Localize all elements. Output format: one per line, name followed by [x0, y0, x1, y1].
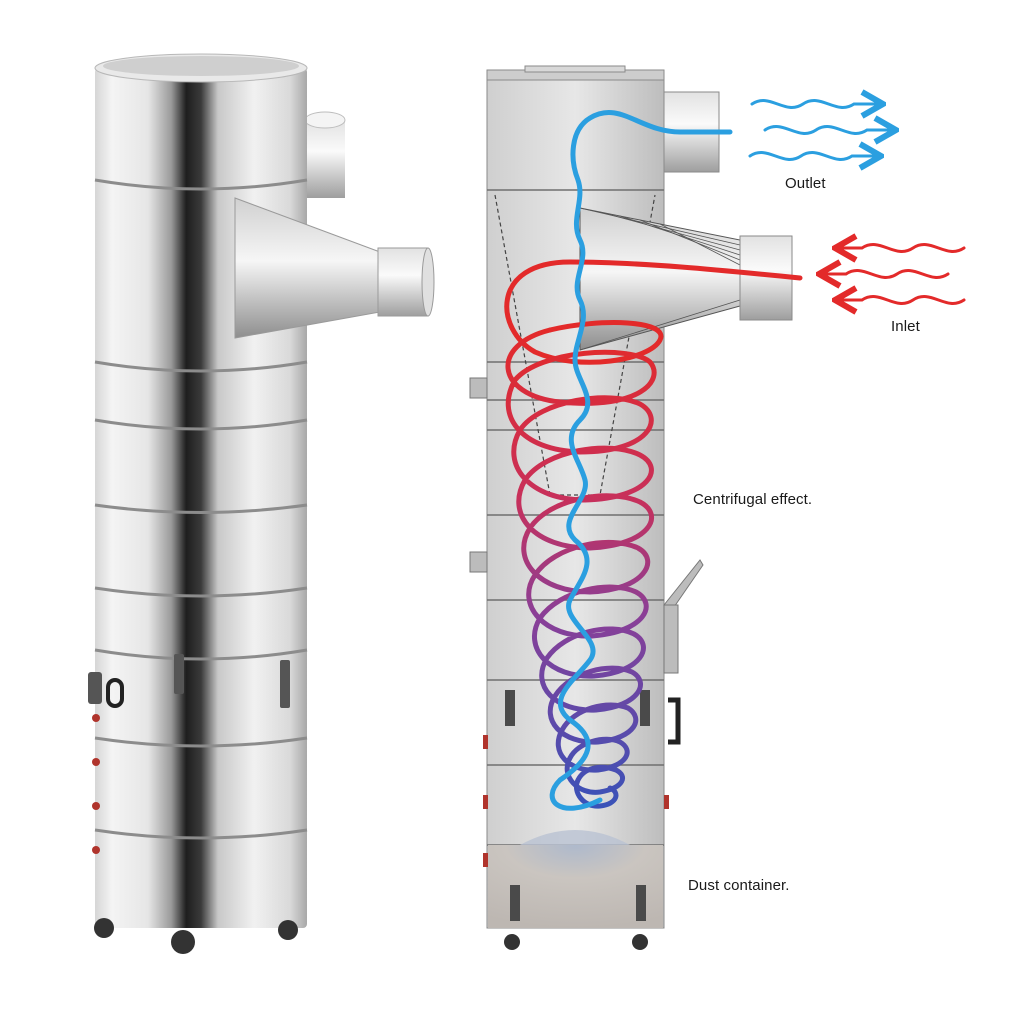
side-brackets-schematic [469, 377, 704, 674]
caster-wheel-icon [94, 918, 298, 954]
latch-clamp-icon [88, 654, 290, 708]
outlet-pipe-photo [304, 111, 346, 198]
outlet-arrows-icon [748, 101, 893, 160]
inner-cone-dashed [494, 194, 656, 496]
caster-wheel-icon-schematic [504, 934, 648, 950]
inflow-path [504, 259, 803, 365]
airflow-paths [504, 110, 803, 811]
centrifugal-effect-label: Centrifugal effect. [693, 491, 813, 508]
latch-clamp-icon-schematic [505, 690, 650, 921]
updraft-path [549, 110, 733, 811]
inlet-cone-photo [234, 197, 435, 339]
cylinder-body-photo [95, 68, 307, 928]
swirl-path [505, 327, 657, 809]
outlet-label: Outlet [785, 175, 826, 192]
indicator-dots-photo [92, 714, 100, 854]
inlet-cone-schematic [579, 207, 793, 351]
cyclone-photo [88, 53, 435, 954]
inlet-label: Inlet [891, 318, 920, 335]
indicator-dots-schematic [483, 735, 669, 867]
band-rings-photo [94, 178, 308, 840]
dust-container-label: Dust container. [688, 877, 790, 894]
inlet-arrows-icon [822, 245, 966, 304]
handle-schematic [668, 697, 681, 745]
